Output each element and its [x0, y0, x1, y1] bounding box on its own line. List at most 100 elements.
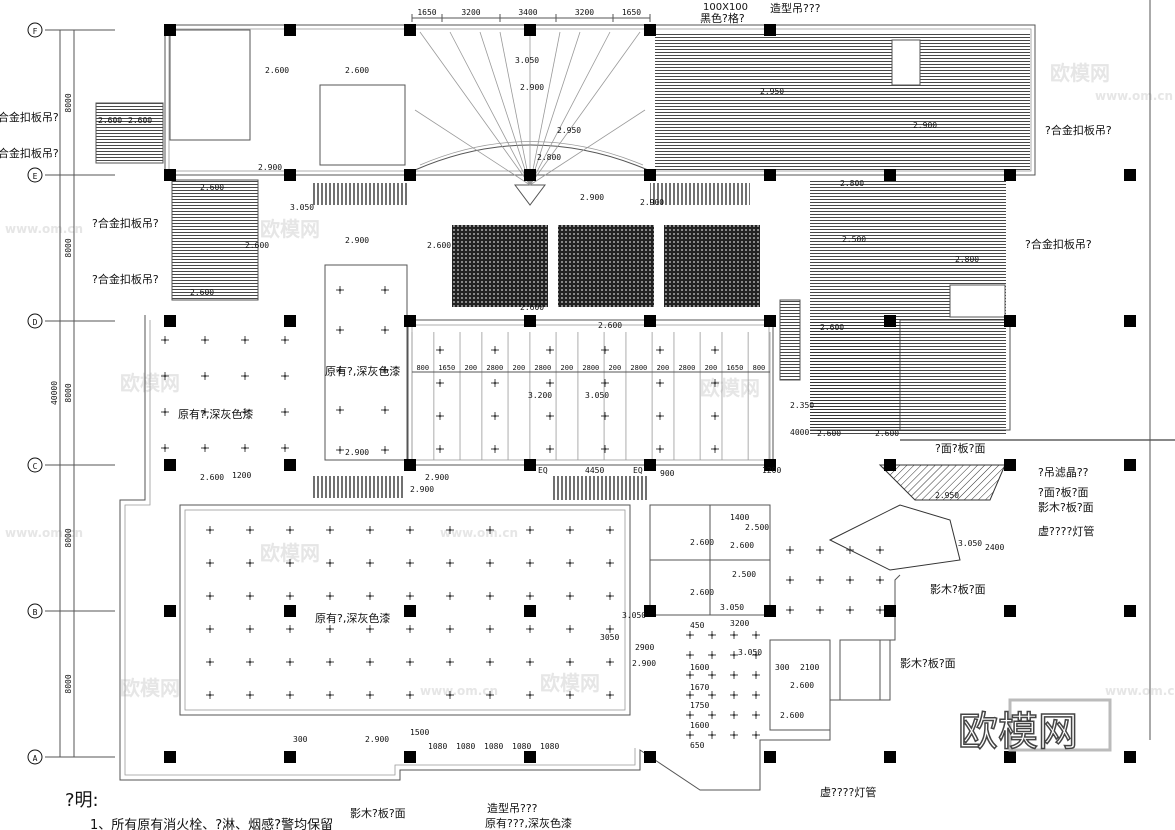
light-fixture-icon — [566, 658, 574, 666]
light-fixture-icon — [708, 691, 716, 699]
grid-axis-bubble: B — [27, 603, 43, 619]
structural-columns — [164, 24, 1136, 763]
light-fixture-icon — [366, 526, 374, 534]
dim-text: 300 — [775, 663, 790, 672]
dim-text: EQ — [538, 466, 548, 475]
column — [284, 605, 296, 617]
bay-dim: 1650 — [726, 364, 743, 372]
light-fixture-icon — [876, 606, 884, 614]
light-fixture-icon — [730, 731, 738, 739]
elevation-label: 2.900 — [258, 163, 282, 172]
elevation-label: 2.600 — [190, 288, 214, 297]
bay-dim: 2800 — [582, 364, 599, 372]
light-fixture-icon — [491, 346, 499, 354]
dim-text: 4450 — [585, 466, 604, 475]
bay-dim: 200 — [657, 364, 670, 372]
dim-total: 40000 — [50, 381, 59, 405]
light-fixture-icon — [846, 576, 854, 584]
elevation-label: 2.600 — [820, 323, 844, 332]
column — [884, 315, 896, 327]
light-fixture-icon — [381, 286, 389, 294]
light-fixture-icon — [201, 336, 209, 344]
light-fixture-icon — [526, 625, 534, 633]
light-fixture-icon — [366, 625, 374, 633]
light-fixture-icon — [161, 336, 169, 344]
column — [404, 751, 416, 763]
dim-text: 1080 — [540, 742, 559, 751]
black-grille-1 — [452, 225, 548, 307]
watermark-text: 欧模网 — [1050, 61, 1110, 85]
column — [644, 315, 656, 327]
light-fixture-icon — [546, 346, 554, 354]
dim-bay-4: 8000 — [64, 528, 73, 547]
elevation-label: 2.600 — [345, 66, 369, 75]
dim-text: 1080 — [512, 742, 531, 751]
light-fixture-icon — [336, 446, 344, 454]
light-fixture-icon — [406, 592, 414, 600]
light-fixture-icon — [708, 651, 716, 659]
light-fixture-icon — [336, 326, 344, 334]
light-fixture-icon — [206, 592, 214, 600]
light-fixture-icon — [446, 592, 454, 600]
elevation-label: 3.050 — [622, 611, 646, 620]
light-fixture-icon — [708, 671, 716, 679]
light-fixture-icon — [241, 408, 249, 416]
column — [884, 169, 896, 181]
column — [1004, 751, 1016, 763]
light-fixture-icon — [786, 546, 794, 554]
light-fixture-icon — [730, 691, 738, 699]
elevation-label: 2.900 — [632, 659, 656, 668]
shaped-ceiling-fan — [414, 31, 649, 206]
light-fixture-icon — [786, 606, 794, 614]
elevation-label: 2.500 — [745, 523, 769, 532]
light-fixture-icon — [446, 526, 454, 534]
elevation-label: 2.600 — [817, 429, 841, 438]
light-fixture-icon — [286, 658, 294, 666]
column — [164, 24, 176, 36]
light-fixture-icon — [161, 444, 169, 452]
room-label: 原有?,深灰色漆 — [178, 407, 253, 421]
elevation-label: 2.950 — [557, 126, 581, 135]
dim-text: 1650 — [417, 8, 436, 17]
grid-axis-letter: C — [33, 462, 38, 471]
light-fixture-icon — [436, 445, 444, 453]
light-fixture-icon — [326, 526, 334, 534]
elevation-label: 2.900 — [365, 735, 389, 744]
light-fixture-icon — [606, 592, 614, 600]
elevation-label: 2.600 — [875, 429, 899, 438]
left-dimensions: 8000 8000 8000 8000 8000 40000 — [50, 30, 75, 757]
light-fixture-icon — [752, 731, 760, 739]
light-fixture-icon — [336, 406, 344, 414]
light-fixture-icon — [436, 346, 444, 354]
annotations: ?合金扣板吊? ?合金扣板吊? ?合金扣板吊? ?合金扣板吊? ?合金扣板吊? … — [0, 1, 1112, 830]
elevation-label: 3.050 — [585, 391, 609, 400]
light-fixture-icon — [206, 658, 214, 666]
label-alloy-ceiling: ?合金扣板吊? — [1025, 237, 1092, 251]
black-grille-3 — [664, 225, 760, 307]
elevation-label: 2.600 — [245, 241, 269, 250]
light-fixture-icon — [446, 658, 454, 666]
light-fixture-icon — [606, 625, 614, 633]
dim-text: 1600 — [690, 663, 709, 672]
light-fixture-icon — [326, 559, 334, 567]
bay-dim: 800 — [416, 364, 429, 372]
light-fixture-icon — [206, 625, 214, 633]
elevation-label: 2.500 — [732, 570, 756, 579]
label-alloy-ceiling: ?合金扣板吊? — [0, 110, 59, 124]
dim-text: 450 — [690, 621, 705, 630]
light-fixture-icon — [708, 711, 716, 719]
alloy-panel-left — [171, 179, 259, 301]
elevation-label: 2.350 — [790, 401, 814, 410]
light-fixture-icon — [708, 731, 716, 739]
dim-text: 1650 — [622, 8, 641, 17]
vent-strip — [312, 183, 408, 205]
column — [284, 751, 296, 763]
elevation-label: 2.900 — [913, 121, 937, 130]
column — [524, 751, 536, 763]
light-fixture-icon — [446, 559, 454, 567]
notes-item-1: 1、所有原有消火栓、?淋、烟感?警均保留 — [90, 817, 333, 830]
dim-text: 1080 — [484, 742, 503, 751]
light-fixture-icon — [381, 446, 389, 454]
